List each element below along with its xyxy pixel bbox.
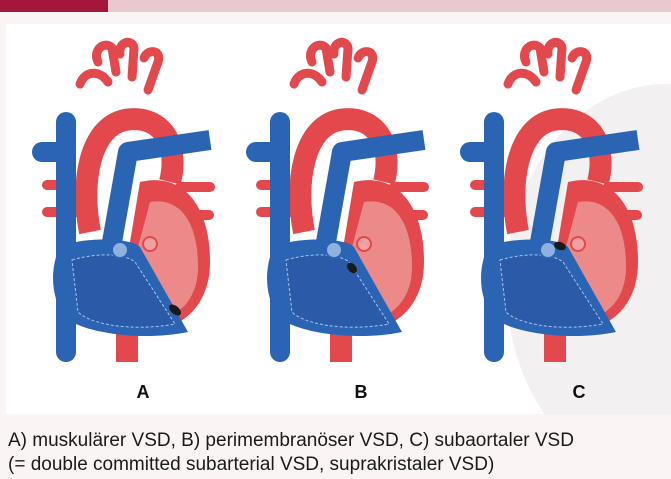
heart-diagram-b xyxy=(234,32,439,362)
caption-line-1: A) muskulärer VSD, B) perimembranöser VS… xyxy=(8,430,574,452)
figure-area: A xyxy=(6,24,671,414)
panel-letter-a: A xyxy=(123,382,163,403)
heart-shape xyxy=(246,42,429,362)
heart-diagram-c xyxy=(448,32,653,362)
caption-line-2: (= double committed subarterial VSD, sup… xyxy=(8,454,494,476)
heart-diagram-a xyxy=(20,32,225,362)
heart-svg-c xyxy=(448,32,653,362)
panel-letter-b: B xyxy=(341,382,381,403)
heart-shape xyxy=(460,42,643,362)
heart-svg-a xyxy=(20,32,225,362)
heart-shape xyxy=(32,42,215,362)
figure-caption: A) muskulärer VSD, B) perimembranöser VS… xyxy=(0,414,671,479)
panel-letter-c: C xyxy=(559,382,599,403)
heart-svg-b xyxy=(234,32,439,362)
header-accent xyxy=(0,0,108,12)
